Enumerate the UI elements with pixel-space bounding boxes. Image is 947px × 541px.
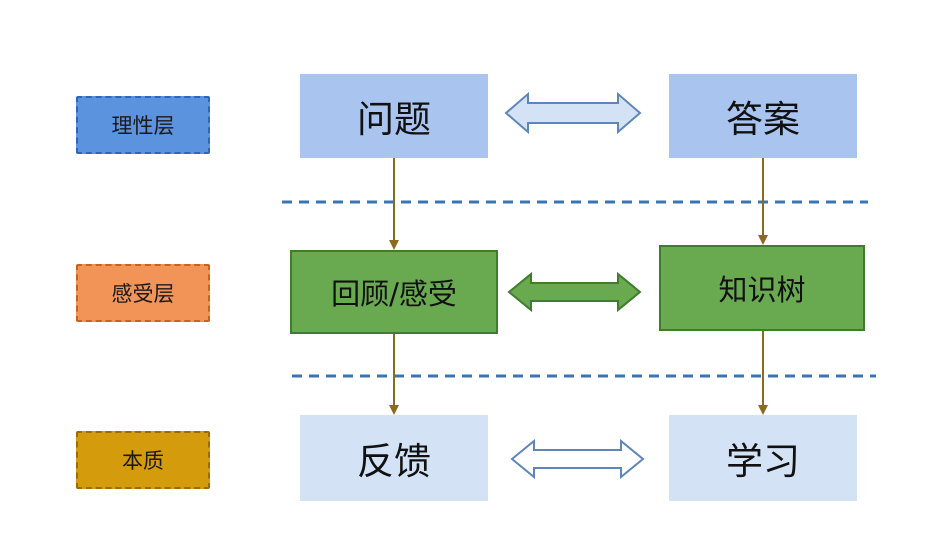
layer-label-feeling: 感受层 [76, 264, 210, 322]
node-learning: 学习 [669, 415, 857, 501]
double-arrow-feedback-learning [510, 438, 645, 480]
layer-label-rational: 理性层 [76, 96, 210, 154]
double-arrow-review-tree [507, 271, 642, 313]
node-question: 问题 [300, 74, 488, 158]
double-arrow-question-answer [504, 91, 642, 135]
node-feedback: 反馈 [300, 415, 488, 501]
layer-label-essence: 本质 [76, 431, 210, 489]
node-knowledge-tree: 知识树 [659, 245, 865, 331]
node-answer: 答案 [669, 74, 857, 158]
node-review: 回顾/感受 [290, 250, 498, 334]
